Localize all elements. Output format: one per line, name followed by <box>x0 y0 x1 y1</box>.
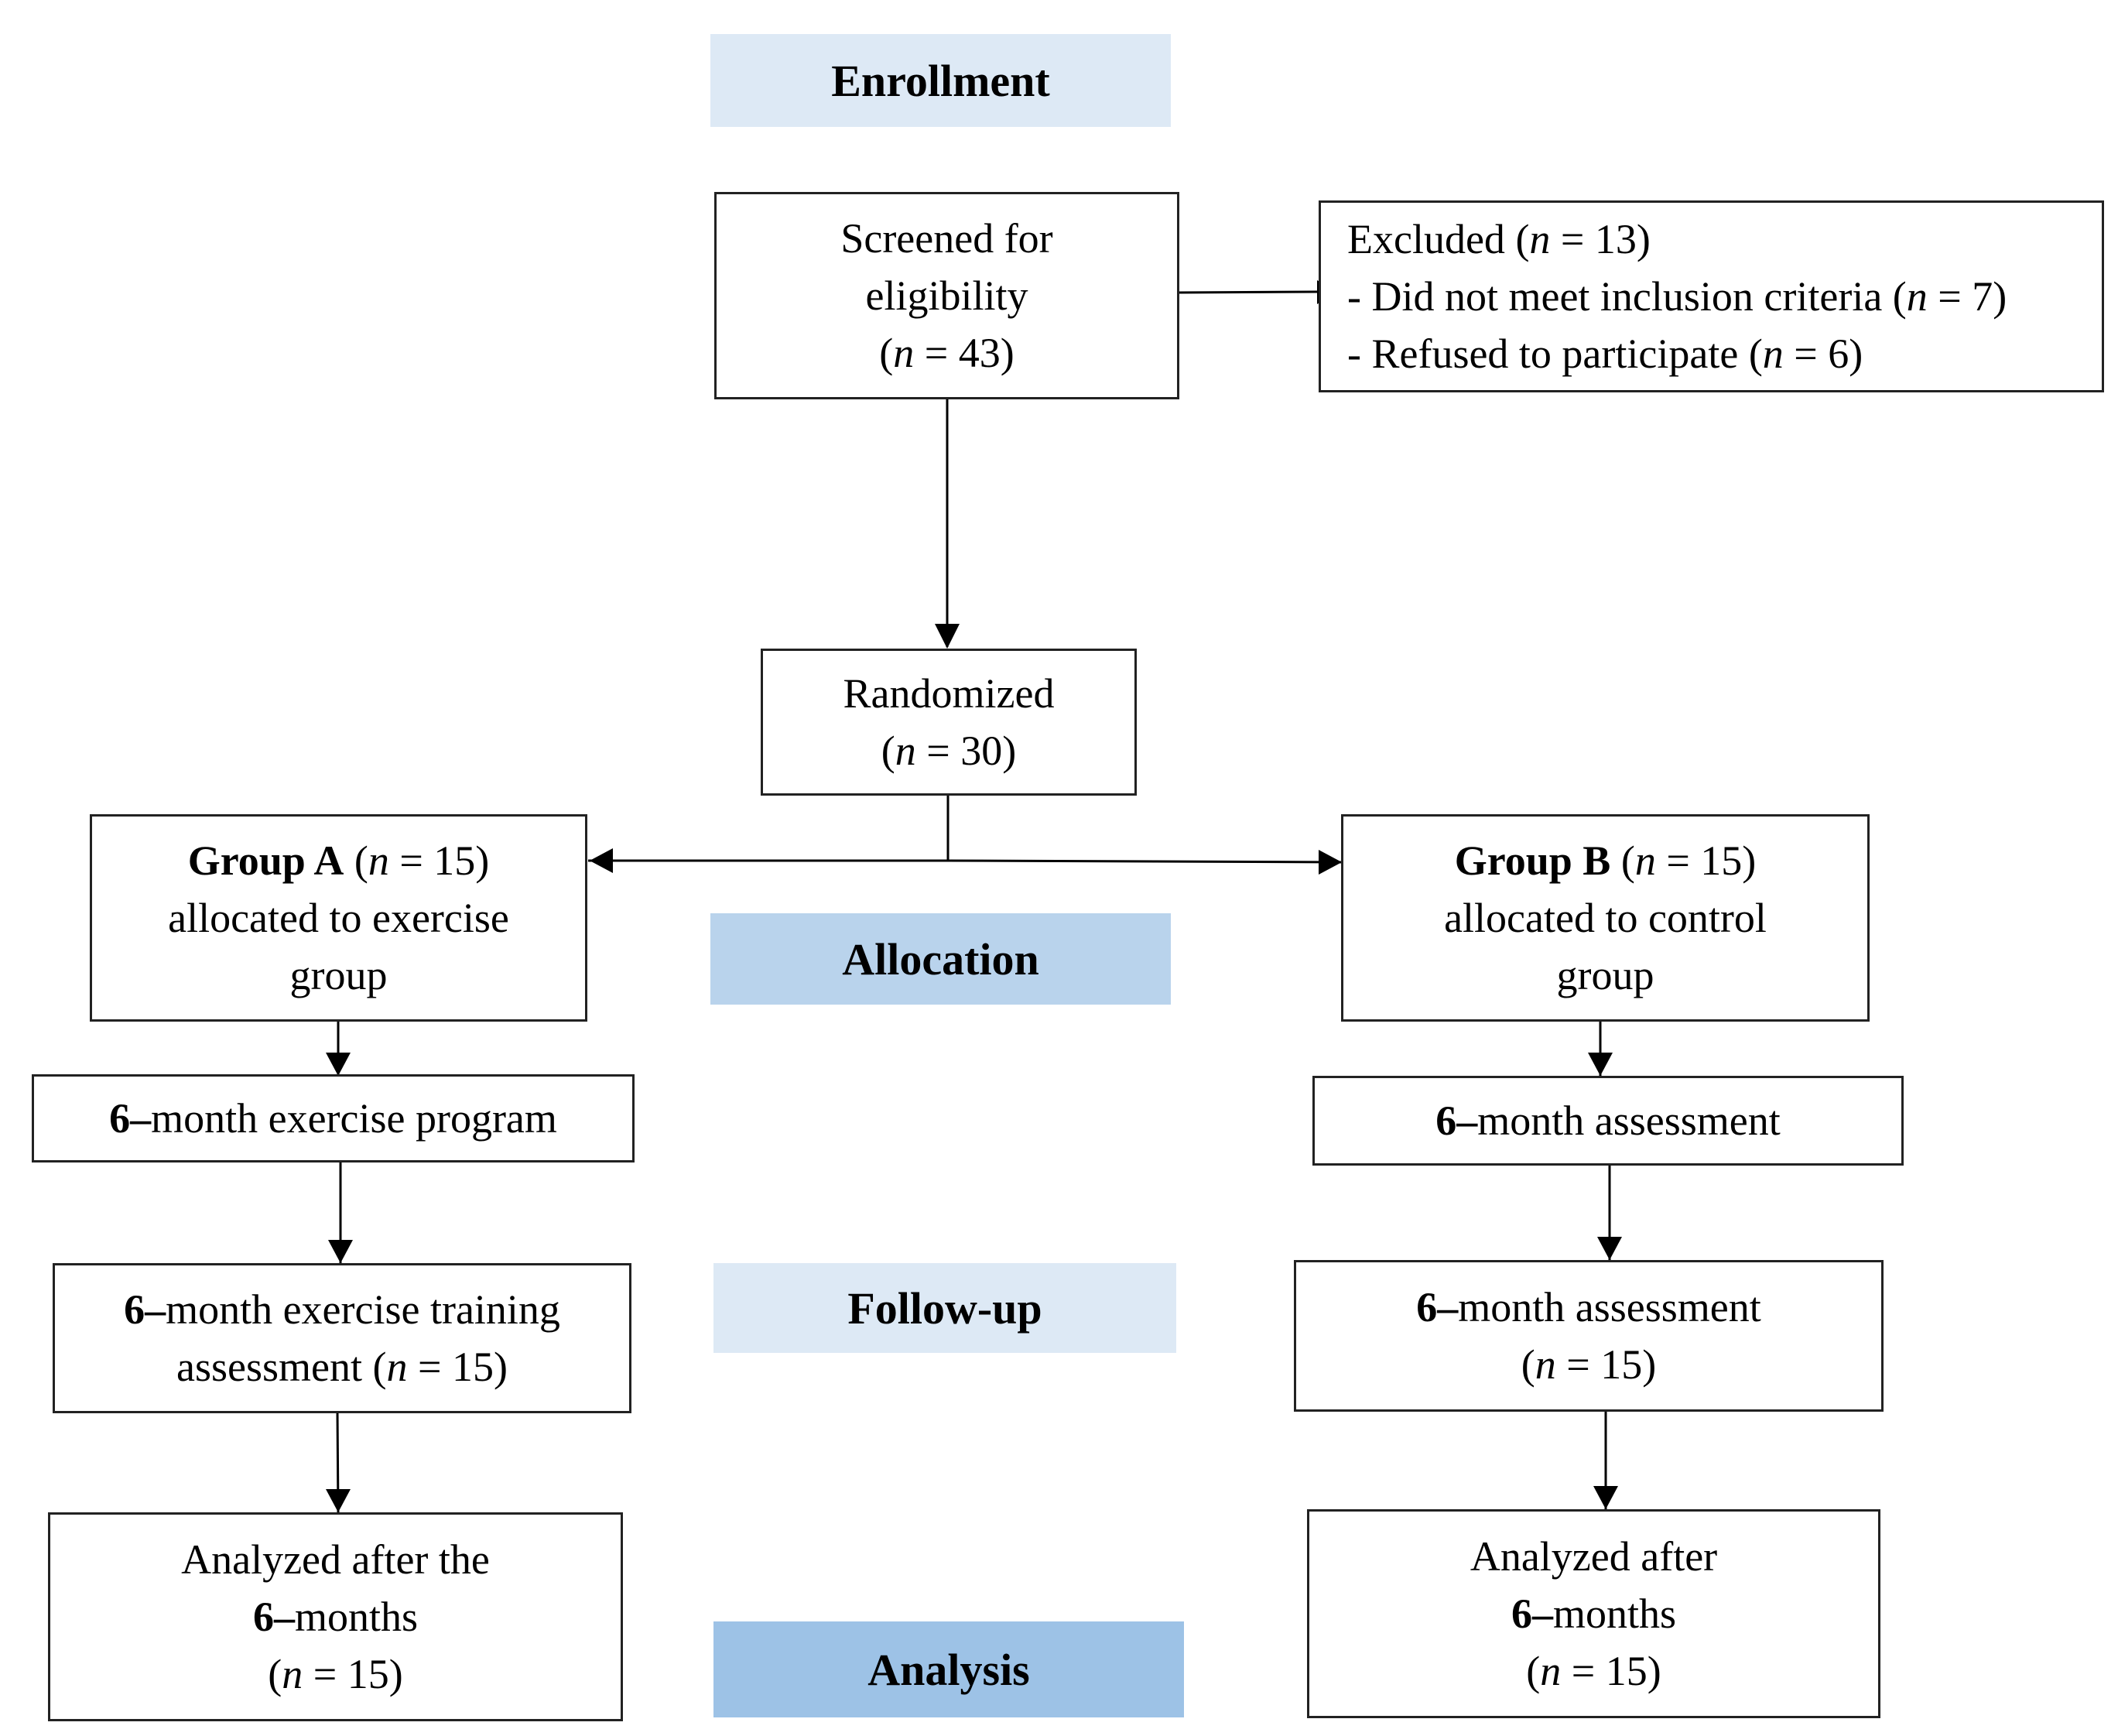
group-a-box: Group A (n = 15) allocated to exercise g… <box>90 814 587 1022</box>
group-a-analysis-count: (n = 15) <box>268 1651 403 1697</box>
group-a-followup-line1-rest: month exercise training <box>166 1286 560 1333</box>
screened-line2: eligibility <box>865 272 1028 319</box>
group-a-followup-bold: 6– <box>124 1286 166 1333</box>
group-a-line3: group <box>289 952 388 998</box>
group-b-count: (n = 15) <box>1620 837 1757 884</box>
group-a-program-bold: 6– <box>109 1095 152 1142</box>
stage-analysis-label: Analysis <box>867 1644 1030 1695</box>
group-b-title: Group B (n = 15) <box>1455 832 1757 889</box>
group-b-analysis-bold: 6– <box>1511 1590 1553 1637</box>
group-a-line2: allocated to exercise <box>168 895 509 941</box>
group-a-followup-line1: 6–month exercise training <box>124 1281 560 1338</box>
excluded-label: Excluded <box>1347 216 1505 262</box>
excluded-reason-1-count: (n = 7) <box>1892 273 2007 320</box>
group-a-followup-box: 6–month exercise training assessment (n … <box>53 1263 631 1413</box>
randomized-count: (n = 30) <box>881 728 1017 774</box>
group-b-assessment-rest: month assessment <box>1477 1097 1781 1144</box>
stage-allocation-label: Allocation <box>842 933 1039 984</box>
group-b-line3: group <box>1556 952 1654 998</box>
group-b-assessment-box: 6–month assessment <box>1312 1076 1904 1166</box>
stage-enrollment: Enrollment <box>710 34 1171 127</box>
group-b-analysis-count: (n = 15) <box>1526 1648 1661 1694</box>
arrowhead-randomized <box>935 624 960 649</box>
arrow-screened-to-excluded <box>1178 290 1318 294</box>
arrowhead-group-a <box>590 848 613 873</box>
stage-enrollment-label: Enrollment <box>831 55 1050 106</box>
excluded-box: Excluded (n = 13) - Did not meet inclusi… <box>1319 200 2104 392</box>
excluded-reason-1: - Did not meet inclusion criteria (n = 7… <box>1347 268 2007 325</box>
arrow-to-group-b <box>947 859 1343 864</box>
screened-box: Screened for eligibility (n = 43) <box>714 192 1179 399</box>
group-a-analysis-line1: Analyzed after the <box>181 1536 490 1583</box>
arrowhead-assessment-b <box>1588 1053 1613 1076</box>
arrowhead-group-b <box>1319 850 1342 875</box>
group-a-title: Group A (n = 15) <box>188 832 490 889</box>
group-b-name: Group B <box>1454 837 1611 884</box>
excluded-reason-2-text: - Refused to participate <box>1347 330 1739 377</box>
stage-analysis: Analysis <box>713 1621 1184 1717</box>
randomized-label: Randomized <box>843 670 1055 717</box>
group-b-followup-line1: 6–month assessment <box>1416 1279 1760 1336</box>
group-b-followup-box: 6–month assessment (n = 15) <box>1294 1260 1884 1412</box>
randomized-box: Randomized (n = 30) <box>761 649 1137 796</box>
group-b-assessment-text: 6–month assessment <box>1435 1092 1780 1149</box>
excluded-reason-2: - Refused to participate (n = 6) <box>1347 325 1863 382</box>
arrowhead-program <box>326 1053 351 1076</box>
group-b-assessment-bold: 6– <box>1435 1097 1478 1144</box>
excluded-count: (n = 13) <box>1515 216 1651 262</box>
group-a-program-text: 6–month exercise program <box>109 1090 557 1147</box>
excluded-reason-1-text: - Did not meet inclusion criteria <box>1347 273 1883 320</box>
group-b-analysis-line1: Analyzed after <box>1470 1533 1718 1580</box>
group-a-program-rest: month exercise program <box>151 1095 557 1142</box>
excluded-header: Excluded (n = 13) <box>1347 211 1651 268</box>
group-a-analysis-line2-rest: months <box>294 1594 419 1640</box>
group-a-name: Group A <box>187 837 344 884</box>
group-b-analysis-line2-rest: months <box>1552 1590 1677 1637</box>
screened-line1: Screened for <box>840 215 1053 262</box>
screened-count: (n = 43) <box>879 330 1015 376</box>
group-b-followup-line1-rest: month assessment <box>1458 1284 1761 1330</box>
group-a-count: (n = 15) <box>354 837 490 884</box>
group-a-analysis-box: Analyzed after the 6–months (n = 15) <box>48 1512 623 1721</box>
arrowhead-analysis-a <box>326 1489 351 1512</box>
group-a-followup-line2: assessment (n = 15) <box>176 1344 508 1390</box>
group-a-program-box: 6–month exercise program <box>32 1074 635 1162</box>
excluded-reason-2-count: (n = 6) <box>1748 330 1863 377</box>
group-b-analysis-box: Analyzed after 6–months (n = 15) <box>1307 1509 1880 1718</box>
group-b-followup-bold: 6– <box>1416 1284 1459 1330</box>
group-b-followup-count: (n = 15) <box>1521 1341 1657 1388</box>
group-b-box: Group B (n = 15) allocated to control gr… <box>1341 814 1870 1022</box>
arrowhead-analysis-b <box>1593 1486 1618 1509</box>
stage-followup: Follow-up <box>713 1263 1176 1353</box>
group-b-analysis-line2: 6–months <box>1511 1585 1676 1642</box>
group-a-analysis-line2: 6–months <box>253 1588 418 1645</box>
group-b-line2: allocated to control <box>1444 895 1767 941</box>
group-a-analysis-bold: 6– <box>252 1594 295 1640</box>
arrowhead-followup-a <box>328 1240 353 1263</box>
stage-followup-label: Follow-up <box>847 1282 1042 1334</box>
stage-allocation: Allocation <box>710 913 1171 1005</box>
arrowhead-followup-b <box>1597 1237 1622 1260</box>
